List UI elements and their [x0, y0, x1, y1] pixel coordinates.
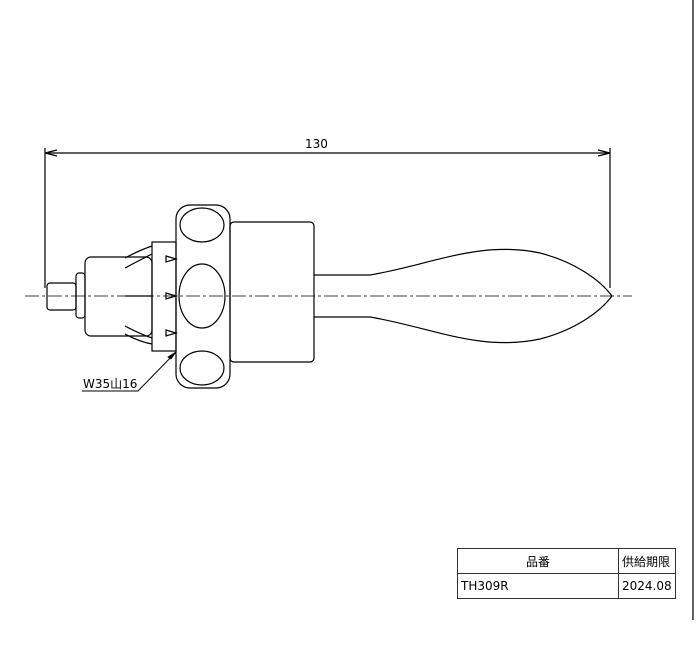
title-block: 品番 供給期限 TH309R 2024.08	[457, 548, 676, 599]
part-number: TH309R	[457, 573, 619, 599]
header-part-number: 品番	[457, 548, 619, 574]
dimension-line	[44, 148, 611, 288]
thread-leader	[82, 351, 177, 392]
leader-arrow	[167, 351, 177, 360]
header-supply-period: 供給期限	[618, 548, 676, 574]
supply-period: 2024.08	[618, 573, 676, 599]
thread-label: W35山16	[83, 377, 138, 391]
dimension-label: 130	[305, 137, 328, 151]
valve-handle-outline	[46, 204, 613, 389]
